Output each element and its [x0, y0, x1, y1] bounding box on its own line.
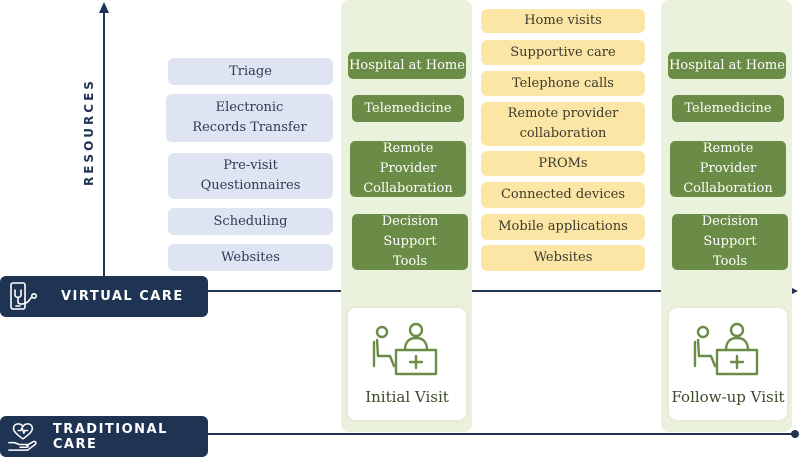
initial-visit-label: Initial Visit: [365, 388, 449, 406]
follow-up-hospital-at-home: Hospital at Home: [668, 52, 786, 79]
follow-up-decision-support-tools: Decision Support Tools: [672, 214, 788, 270]
between-visit-websites: Websites: [481, 245, 645, 271]
between-visit-supportive-care: Supportive care: [481, 40, 645, 65]
traditional-care-endpoint: [791, 430, 799, 438]
follow-up-telemedicine: Telemedicine: [672, 95, 784, 122]
phone-stethoscope-icon: [10, 281, 37, 310]
initial-visit-card: Initial Visit: [348, 308, 466, 420]
traditional-care-band: TRADITIONAL CARE: [0, 416, 208, 457]
follow-up-remote-provider-collaboration: Remote Provider Collaboration: [670, 141, 786, 197]
initial-visit-telemedicine: Telemedicine: [352, 95, 464, 122]
doctor-patient-consultation-icon: [693, 322, 759, 376]
doctor-patient-consultation-icon: [372, 322, 438, 376]
follow-up-visit-label: Follow-up Visit: [671, 388, 785, 406]
pre-visit-item-questionnaires: Pre-visit Questionnaires: [168, 153, 333, 199]
between-visit-proms: PROMs: [481, 151, 645, 176]
between-visit-home-visits: Home visits: [481, 9, 645, 33]
follow-up-visit-card: Follow-up Visit: [669, 308, 787, 420]
heart-hand-icon: [8, 422, 37, 451]
initial-visit-remote-provider-collaboration: Remote Provider Collaboration: [350, 141, 466, 197]
pre-visit-item-websites: Websites: [168, 244, 333, 271]
resources-axis-label: RESOURCES: [82, 78, 96, 186]
pre-visit-item-triage: Triage: [168, 58, 333, 85]
pre-visit-item-scheduling: Scheduling: [168, 208, 333, 235]
initial-visit-decision-support-tools: Decision Support Tools: [352, 214, 468, 270]
between-visit-mobile-applications: Mobile applications: [481, 214, 645, 240]
initial-visit-hospital-at-home: Hospital at Home: [348, 52, 466, 79]
pre-visit-item-records-transfer: Electronic Records Transfer: [166, 94, 333, 142]
virtual-care-label: VIRTUAL CARE: [61, 289, 184, 304]
virtual-care-band: VIRTUAL CARE: [0, 276, 208, 317]
between-visit-telephone-calls: Telephone calls: [481, 71, 645, 96]
traditional-care-label: TRADITIONAL CARE: [52, 421, 168, 452]
between-visit-remote-provider-collaboration: Remote provider collaboration: [481, 102, 645, 146]
between-visit-connected-devices: Connected devices: [481, 182, 645, 208]
resources-axis-arrowhead: [99, 2, 109, 13]
